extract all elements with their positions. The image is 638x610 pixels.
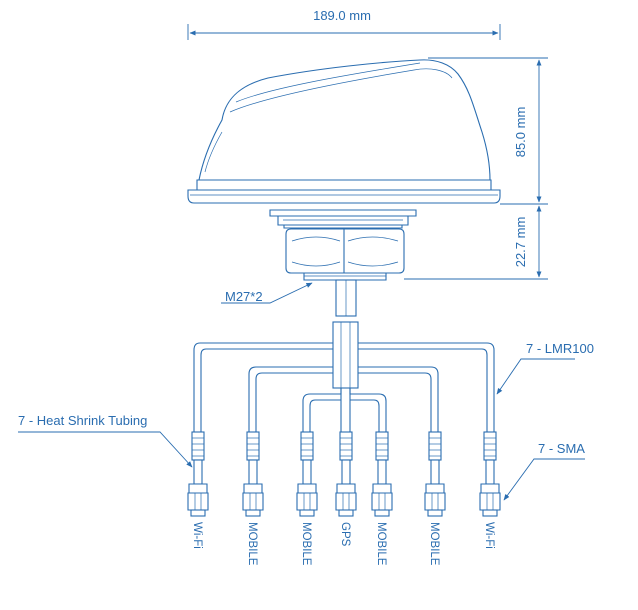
connector-labels: Wi-Fi MOBILE MOBILE GPS MOBILE MOBILE Wi-Fi [191,522,495,566]
thread-callout: M27*2 [225,289,263,304]
connector-label: GPS [339,522,351,547]
cable-callout: 7 - LMR100 [526,341,594,356]
connector-label: Wi-Fi [191,522,203,549]
sma-connectors [187,431,501,517]
connector-callout: 7 - SMA [538,441,585,456]
connector-label: Wi-Fi [483,522,495,549]
sma-connector [187,431,209,517]
connector-label: MOBILE [246,522,258,566]
sma-connector [335,431,357,517]
mount-height-dimension-label: 22.7 mm [513,217,528,268]
width-dimension-label: 189.0 mm [313,8,371,23]
dimension-lines [18,24,585,501]
sma-connector [479,431,501,517]
connector-label: MOBILE [375,522,387,566]
connector-label: MOBILE [300,522,312,566]
tubing-callout: 7 - Heat Shrink Tubing [18,413,147,428]
mounting-base [269,209,417,317]
dome-height-dimension-label: 85.0 mm [513,107,528,158]
connector-label: MOBILE [428,522,440,566]
sma-connector [424,431,446,517]
cable-bundle [193,321,495,432]
sma-connector [371,431,393,517]
sma-connector [296,431,318,517]
antenna-dome [187,59,501,204]
sma-connector [242,431,264,517]
